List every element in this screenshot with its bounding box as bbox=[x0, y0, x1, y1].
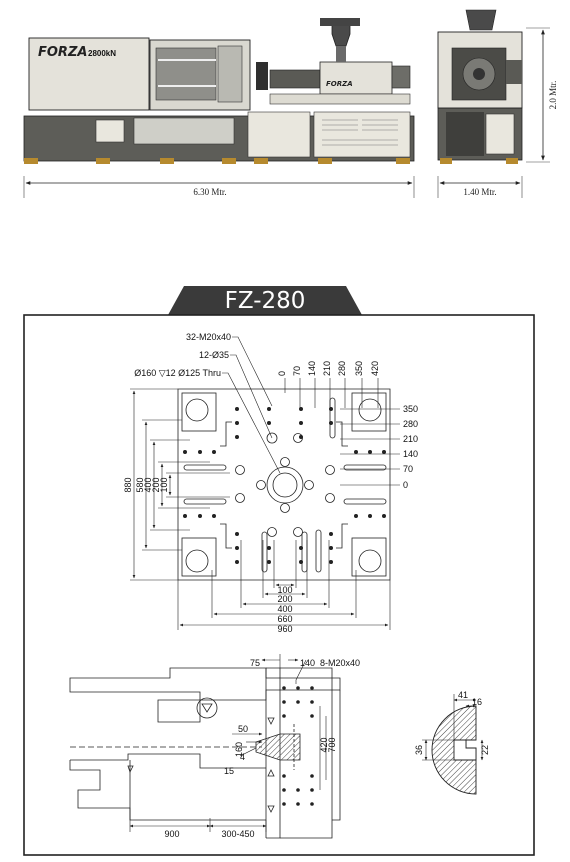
side-dim-140: 140 bbox=[300, 658, 315, 668]
bottom-dim-400: 400 bbox=[277, 604, 292, 614]
bottom-dim-960: 960 bbox=[277, 624, 292, 634]
top-scale-350: 350 bbox=[354, 361, 364, 376]
platen-view bbox=[177, 388, 391, 581]
height-dimension: 2.0 Mtr. bbox=[526, 27, 558, 163]
t-slot-36: 36 bbox=[414, 745, 424, 755]
side-section-view bbox=[69, 667, 341, 839]
bolt-callout: 32-M20x40 bbox=[186, 332, 231, 342]
right-scale-0: 0 bbox=[403, 480, 408, 490]
top-scale: 0 70 140 210 280 350 420 bbox=[277, 361, 380, 408]
side-dims bbox=[129, 654, 327, 832]
top-scale-210: 210 bbox=[322, 361, 332, 376]
center-callout: Ø160 ▽12 Ø125 Thru bbox=[134, 368, 221, 378]
left-dim-100: 100 bbox=[159, 477, 169, 492]
left-dim-880: 880 bbox=[123, 477, 133, 492]
side-dim-50: 50 bbox=[238, 724, 248, 734]
bottom-dim-200: 200 bbox=[277, 594, 292, 604]
bottom-dims bbox=[177, 540, 391, 630]
t-slot-41: 41 bbox=[458, 690, 468, 700]
side-dim-bolts: 8-M20x40 bbox=[320, 658, 360, 668]
side-dim-15: 15 bbox=[224, 766, 234, 776]
model-title: FZ-280 bbox=[225, 288, 306, 314]
width-dimension: 1.40 Mtr. bbox=[437, 176, 523, 198]
right-scale-210: 210 bbox=[403, 434, 418, 444]
bottom-dim-660: 660 bbox=[277, 614, 292, 624]
machine-end-view bbox=[437, 9, 523, 164]
side-dim-75: 75 bbox=[250, 658, 260, 668]
length-label: 6.30 Mtr. bbox=[193, 187, 226, 197]
top-scale-280: 280 bbox=[337, 361, 347, 376]
height-label: 2.0 Mtr. bbox=[548, 81, 558, 110]
machine-side-view: FORZA 2800kN FORZA bbox=[23, 18, 415, 164]
top-scale-70: 70 bbox=[292, 366, 302, 376]
side-dim-700: 700 bbox=[327, 737, 337, 752]
hole-callout: 12-Ø35 bbox=[199, 350, 229, 360]
left-dim-580: 580 bbox=[135, 477, 145, 492]
right-scale-350: 350 bbox=[403, 404, 418, 414]
t-slot-22: 22 bbox=[480, 745, 490, 755]
bottom-dim-100: 100 bbox=[277, 585, 292, 595]
platen-leaders bbox=[222, 336, 281, 474]
right-scale-280: 280 bbox=[403, 419, 418, 429]
brand-logo: FORZA bbox=[38, 45, 87, 60]
right-scale: 350 280 210 140 70 0 bbox=[340, 404, 418, 490]
injection-brand: FORZA bbox=[326, 80, 353, 88]
t-slot-16: 16 bbox=[472, 697, 482, 707]
top-scale-420: 420 bbox=[370, 361, 380, 376]
right-scale-70: 70 bbox=[403, 464, 413, 474]
model-tab bbox=[168, 286, 362, 315]
left-dim-200: 200 bbox=[151, 477, 161, 492]
length-dimension: 6.30 Mtr. bbox=[23, 176, 415, 198]
side-dim-900: 900 bbox=[164, 829, 179, 839]
side-dim-420: 420 bbox=[319, 737, 329, 752]
left-dim-400: 400 bbox=[143, 477, 153, 492]
right-scale-140: 140 bbox=[403, 449, 418, 459]
side-dim-4: 4 bbox=[240, 752, 245, 762]
top-scale-140: 140 bbox=[307, 361, 317, 376]
left-dims bbox=[130, 388, 230, 581]
t-slot-detail: 41 16 36 22 bbox=[414, 690, 490, 795]
side-dim-160: 160 bbox=[234, 742, 244, 757]
spec-frame bbox=[23, 314, 535, 856]
top-scale-0: 0 bbox=[277, 371, 287, 376]
width-label: 1.40 Mtr. bbox=[463, 187, 496, 197]
tonnage-badge: 2800kN bbox=[88, 49, 116, 58]
side-dim-range: 300-450 bbox=[221, 829, 254, 839]
